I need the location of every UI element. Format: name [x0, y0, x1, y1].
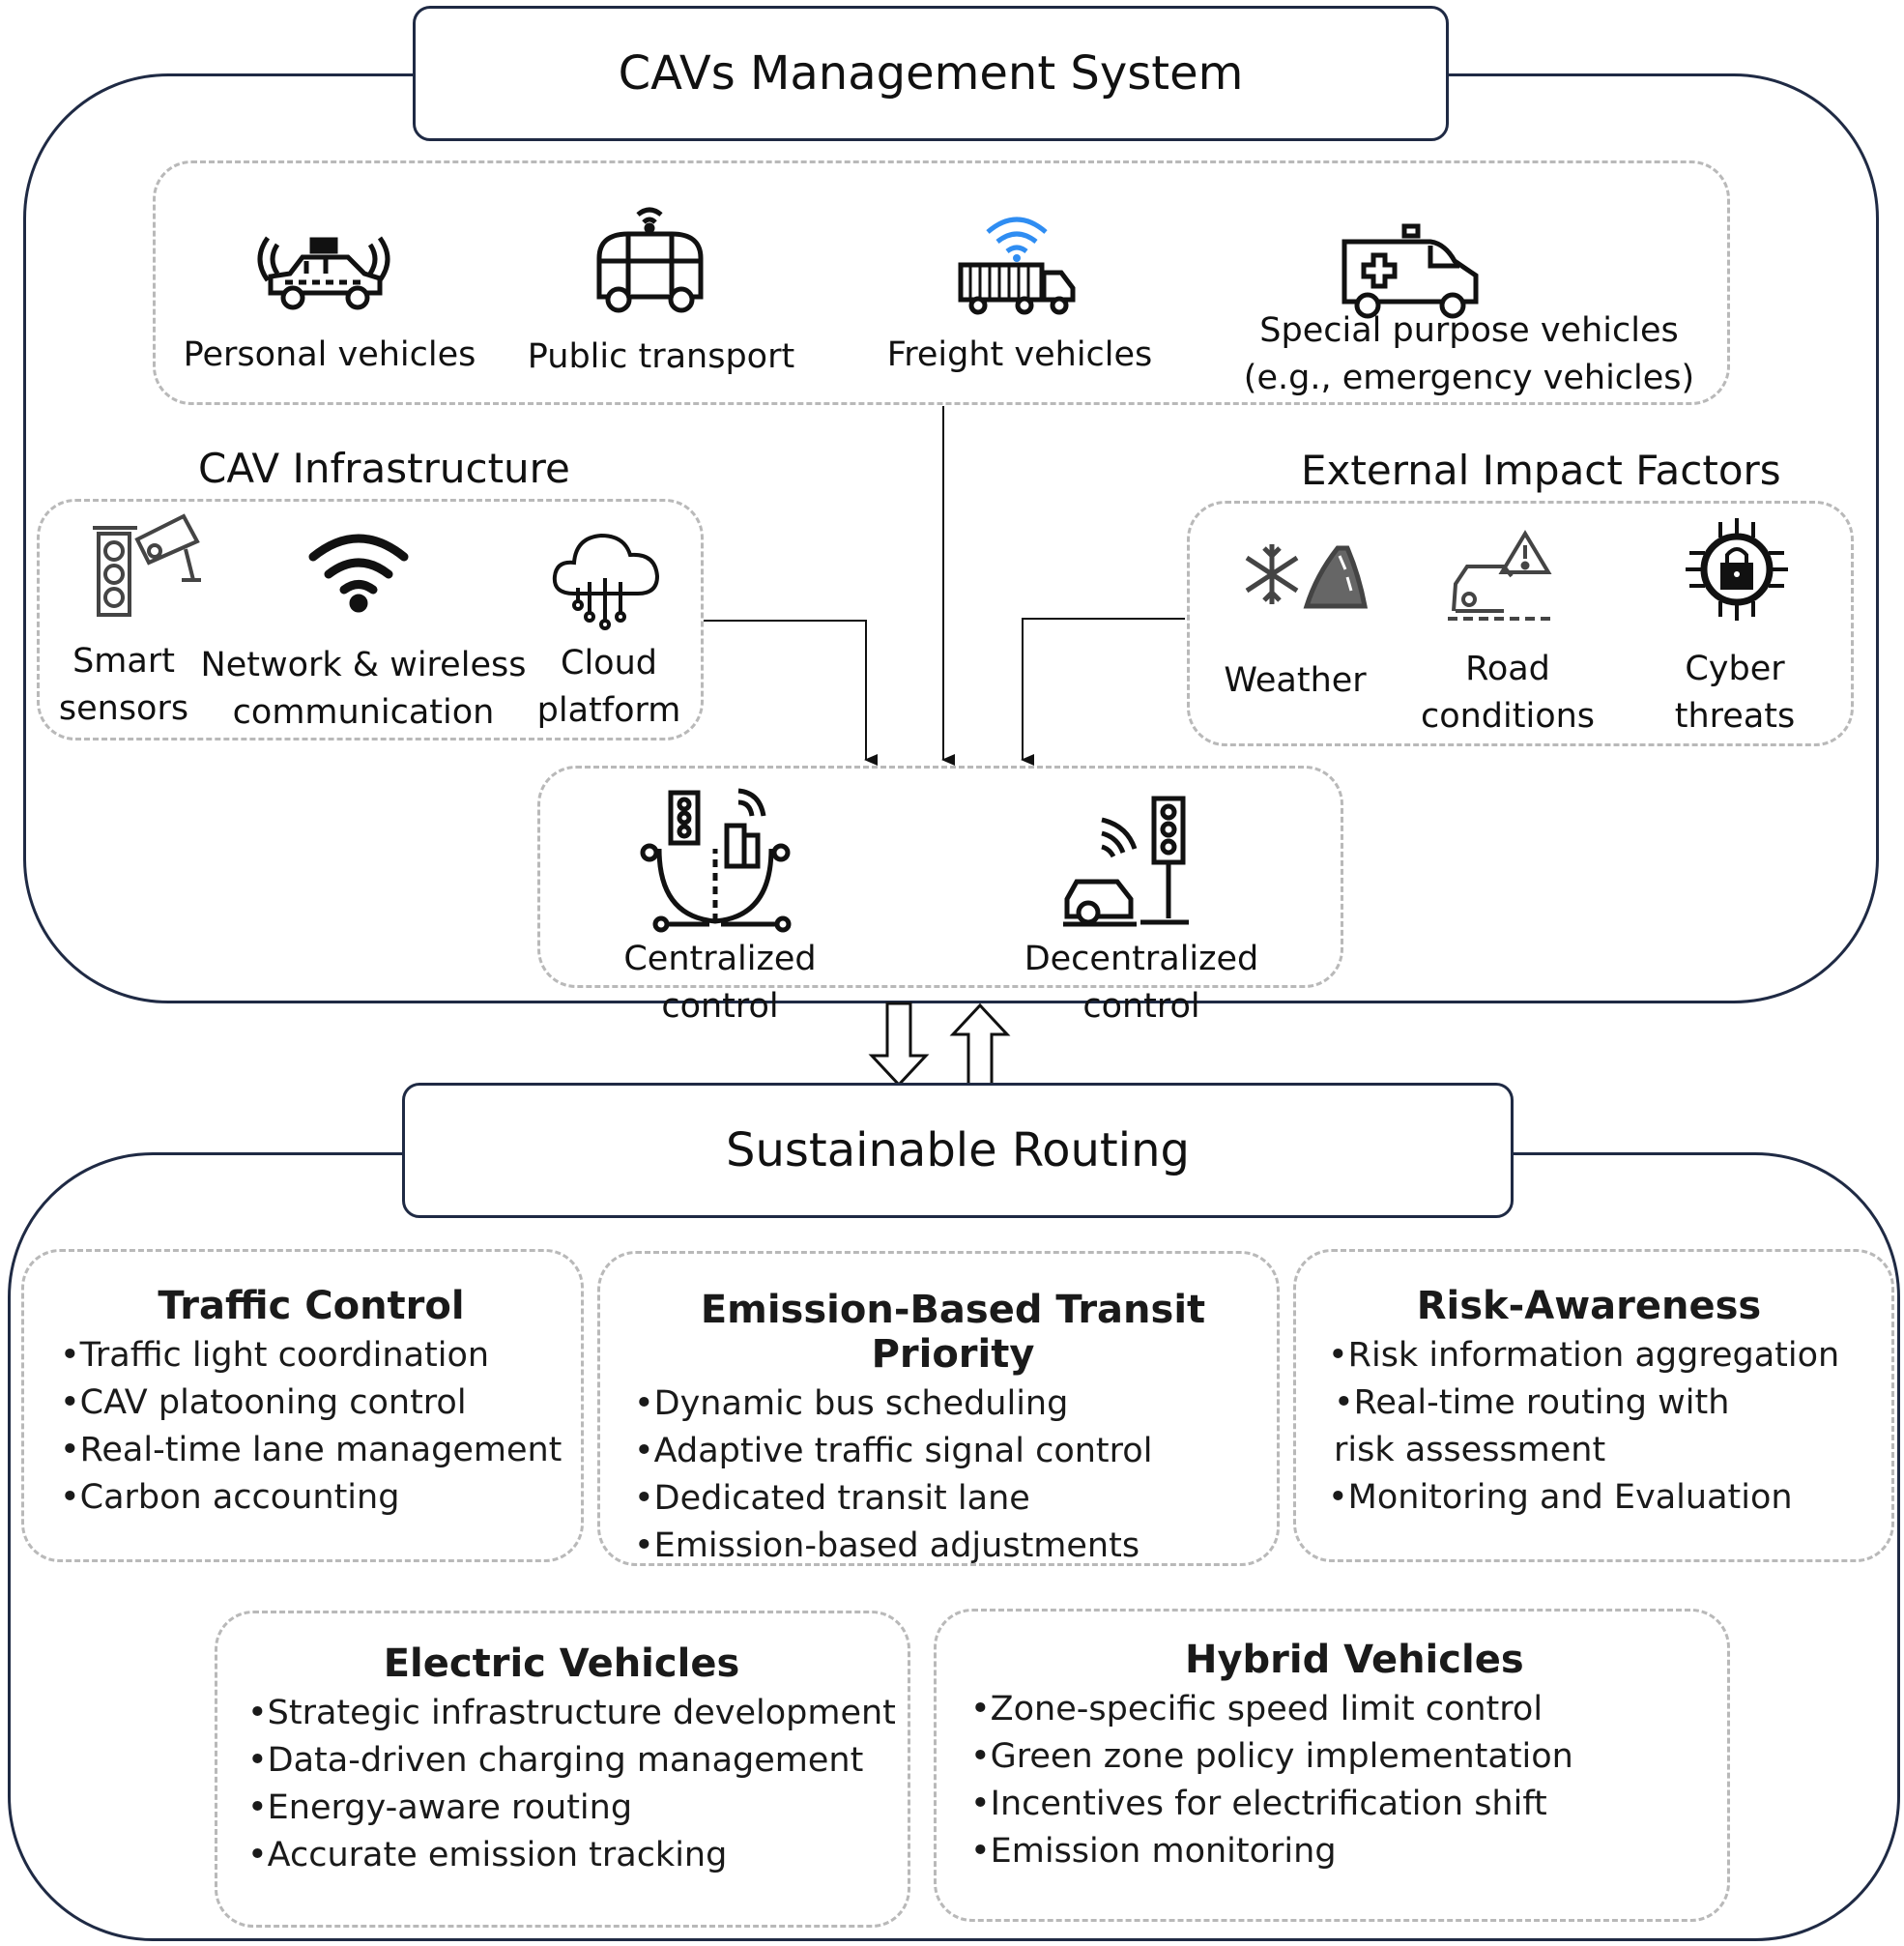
vehicle-label-freight: Freight vehicles [886, 335, 1153, 374]
card-traffic-control: Traffic Control •Traffic light coordinat… [60, 1284, 563, 1522]
up-hollow-arrow [949, 1002, 1011, 1089]
control-label-centralized: Centralized control [623, 940, 817, 1026]
card-hybrid-vehicles-frame [934, 1609, 1730, 1922]
infrastructure-group [37, 499, 704, 741]
list-item: •Adaptive traffic signal control [634, 1432, 1153, 1470]
freight-truck-icon [957, 205, 1078, 320]
cav-system-panel [23, 73, 1879, 1003]
autonomous-car-icon [256, 220, 391, 321]
down-hollow-arrow [868, 1002, 930, 1088]
autonomous-shuttle-icon [590, 205, 710, 320]
list-item: •Risk information aggregation [1328, 1336, 1840, 1375]
control-group [537, 766, 1343, 988]
list-item: •Incentives for electrification shift [970, 1785, 1547, 1823]
external-label-cyber: Cyber threats [1674, 650, 1796, 736]
snow-road-icon [1239, 537, 1369, 618]
list-item: •Data-driven charging management [247, 1741, 864, 1780]
vehicle-label-public: Public transport [527, 337, 795, 376]
infra-label-network: Network & wireless communication [200, 646, 527, 732]
routing-title: Sustainable Routing [402, 1083, 1514, 1218]
smart-city-icon [638, 781, 793, 940]
infrastructure-title: CAV Infrastructure [198, 445, 570, 492]
external-label-road: Road conditions [1420, 650, 1596, 736]
list-item: •Energy-aware routing [247, 1788, 633, 1827]
list-item: •CAV platooning control [60, 1383, 467, 1422]
external-factors-group [1187, 501, 1854, 746]
list-item: •Traffic light coordination [60, 1336, 490, 1375]
list-item: •Monitoring and Evaluation [1328, 1478, 1793, 1517]
list-item: •Emission-based adjustments [634, 1526, 1140, 1565]
routing-panel [8, 1152, 1900, 1941]
card-traffic-control-frame [21, 1249, 584, 1562]
card-risk-awareness: Risk-Awareness •Risk information aggrega… [1328, 1284, 1850, 1522]
control-label-decentralized: Decentralized control [1024, 940, 1259, 1026]
external-factors-title: External Impact Factors [1301, 447, 1781, 494]
cav-system-title: CAVs Management System [413, 6, 1449, 141]
car-warning-icon [1444, 528, 1555, 628]
list-item: •Green zone policy implementation [970, 1737, 1573, 1776]
connector-arrows [704, 406, 1185, 766]
list-item: •Strategic infrastructure development [247, 1694, 896, 1732]
list-item: •Dedicated transit lane [634, 1479, 1030, 1518]
cloud-icon [551, 524, 662, 634]
vehicle-label-personal: Personal vehicles [183, 335, 476, 374]
card-title: Emission-Based Transit Priority [700, 1288, 1206, 1377]
list-item: •Accurate emission tracking [247, 1836, 728, 1874]
card-title: Risk-Awareness [1416, 1284, 1762, 1328]
card-risk-awareness-frame [1293, 1249, 1894, 1562]
list-item: •Zone-specific speed limit control [970, 1690, 1543, 1728]
list-item: •Real-time lane management [60, 1431, 563, 1469]
card-transit-priority: Emission-Based Transit Priority •Dynamic… [634, 1288, 1272, 1570]
card-electric-vehicles: Electric Vehicles •Strategic infrastruct… [247, 1641, 896, 1879]
card-title: Traffic Control [158, 1284, 465, 1328]
cyber-lock-icon [1682, 514, 1793, 629]
external-to-control-arrow [1021, 618, 1185, 766]
wifi-icon [305, 534, 412, 615]
infra-label-cloud: Cloud platform [536, 644, 681, 730]
bidirectional-arrows [868, 1002, 1011, 1089]
vehicle-label-special: Special purpose vehicles (e.g., emergenc… [1243, 311, 1695, 397]
traffic-camera-icon [89, 512, 205, 623]
card-transit-priority-frame [597, 1251, 1280, 1566]
ambulance-icon [1339, 222, 1484, 323]
infra-label-sensors: Smart sensors [58, 642, 189, 728]
list-item: •Dynamic bus scheduling [634, 1384, 1069, 1423]
car-traffic-light-icon [1063, 793, 1189, 932]
list-item: •Real-time routing with risk assessment [1334, 1383, 1730, 1469]
card-title: Electric Vehicles [383, 1641, 740, 1686]
list-item: •Carbon accounting [60, 1478, 400, 1517]
list-item: •Emission monitoring [970, 1832, 1337, 1871]
vehicle-types-group [153, 160, 1730, 405]
infra-to-control-arrow [704, 620, 878, 766]
card-hybrid-vehicles: Hybrid Vehicles •Zone-specific speed lim… [970, 1638, 1695, 1875]
external-label-weather: Weather [1224, 661, 1367, 700]
card-electric-vehicles-frame [215, 1611, 910, 1928]
card-title: Hybrid Vehicles [1185, 1638, 1524, 1682]
